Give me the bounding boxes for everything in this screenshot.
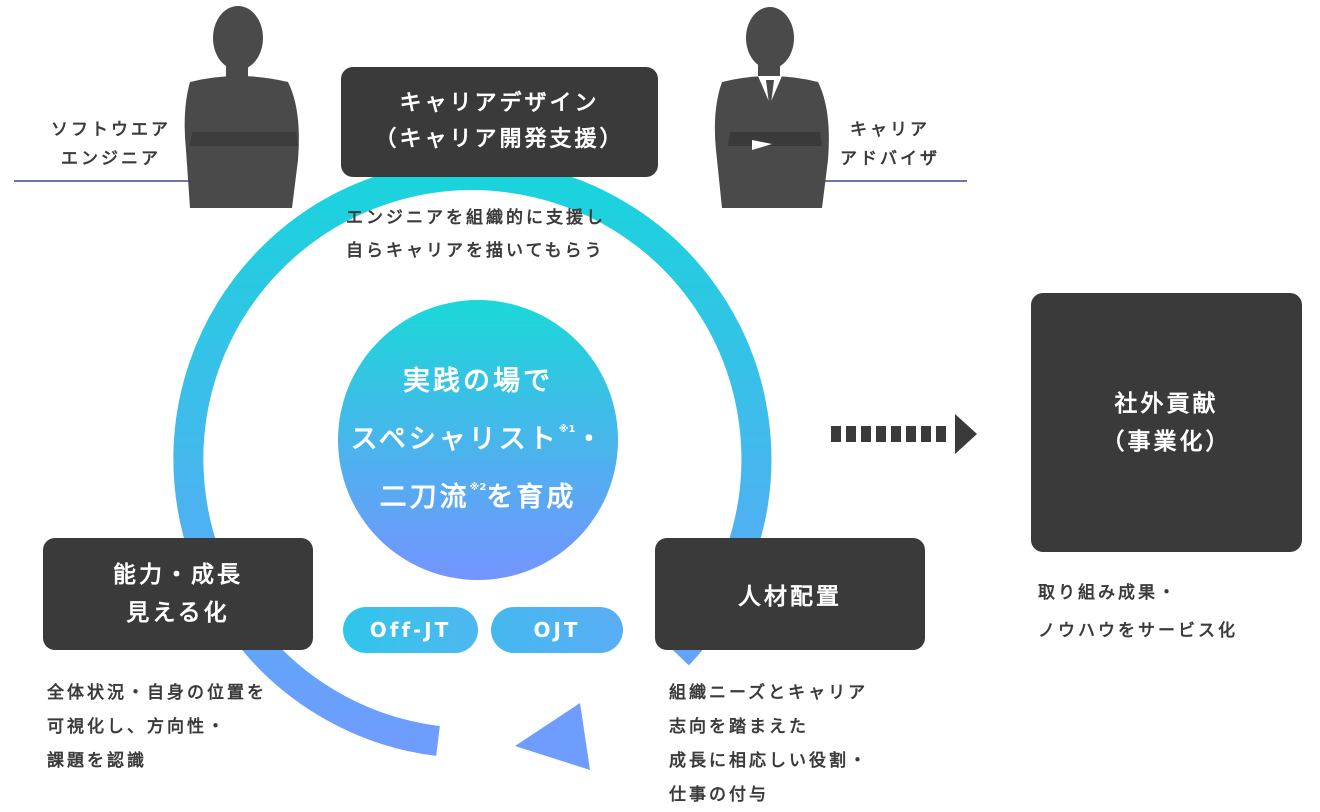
ability-title: 能力・成長 <box>113 562 243 588</box>
career-design-subtitle: （キャリア開発支援） <box>374 127 625 152</box>
center-line-3: 二刀流※2を育成 <box>380 464 577 522</box>
description-line: ノウハウをサービス化 <box>1038 621 1238 641</box>
placement-title: 人材配置 <box>738 584 842 610</box>
description-line: 成長に相応しい役割・ <box>669 751 869 771</box>
description-line: 志向を踏まえた <box>669 717 809 737</box>
advisor-label: キャリア アドバイザ <box>835 116 945 174</box>
center-line-2-tail: ・ <box>575 424 606 455</box>
footnote-mark-1: ※1 <box>558 424 576 435</box>
description-line: 可視化し、方向性・ <box>47 717 227 737</box>
contribution-description: 取り組み成果・ ノウハウをサービス化 <box>1038 574 1238 650</box>
contribution-box: 社外貢献 （事業化） <box>1031 293 1302 552</box>
footnote-mark-2: ※2 <box>469 482 487 493</box>
career-design-box: キャリアデザイン （キャリア開発支援） <box>341 67 658 177</box>
person-suit-arms-crossed-icon <box>714 7 829 208</box>
career-design-title: キャリアデザイン <box>399 91 600 116</box>
description-line: 全体状況・自身の位置を <box>47 683 267 703</box>
center-line-1: 実践の場で <box>403 366 553 397</box>
description-line: 仕事の付与 <box>669 785 769 805</box>
contribution-title: 社外貢献 <box>1114 390 1219 417</box>
person-arms-crossed-icon <box>184 6 299 208</box>
ability-description: 全体状況・自身の位置を 可視化し、方向性・ 課題を認識 <box>47 676 267 778</box>
description-line: 組織ニーズとキャリア <box>669 683 869 703</box>
ability-box: 能力・成長 見える化 <box>43 538 313 650</box>
center-line-3-text: 二刀流 <box>379 482 470 513</box>
description-line: エンジニアを組織的に支援し <box>346 208 606 228</box>
advisor-label-line: キャリア <box>850 120 930 140</box>
center-circle <box>338 300 618 580</box>
offjt-pill: Off-JT <box>343 607 478 653</box>
description-line: 自らキャリアを描いてもらう <box>346 241 605 261</box>
engineer-label-line: エンジニア <box>61 149 161 169</box>
center-message: 実践の場で スペシャリスト※1・ 二刀流※2を育成 <box>338 300 618 580</box>
engineer-label: ソフトウエア エンジニア <box>36 116 186 174</box>
ability-subtitle: 見える化 <box>126 600 230 626</box>
description-line: 課題を認識 <box>47 751 147 771</box>
ojt-pill: OJT <box>491 607 623 653</box>
contribution-subtitle: （事業化） <box>1101 428 1232 455</box>
advisor-label-line: アドバイザ <box>840 149 940 169</box>
placement-description: 組織ニーズとキャリア 志向を踏まえた 成長に相応しい役割・ 仕事の付与 <box>669 676 869 812</box>
center-line-2: スペシャリスト※1・ <box>351 406 606 464</box>
cycle-arrowhead <box>515 703 590 770</box>
center-line-2-text: スペシャリスト <box>350 424 559 455</box>
center-line-3-tail: を育成 <box>486 482 577 513</box>
description-line: 取り組み成果・ <box>1038 583 1178 603</box>
placement-box: 人材配置 <box>655 538 925 650</box>
engineer-label-line: ソフトウエア <box>51 120 171 140</box>
career-design-description: エンジニアを組織的に支援し 自らキャリアを描いてもらう <box>346 204 606 266</box>
dotted-arrow-right <box>831 414 977 454</box>
